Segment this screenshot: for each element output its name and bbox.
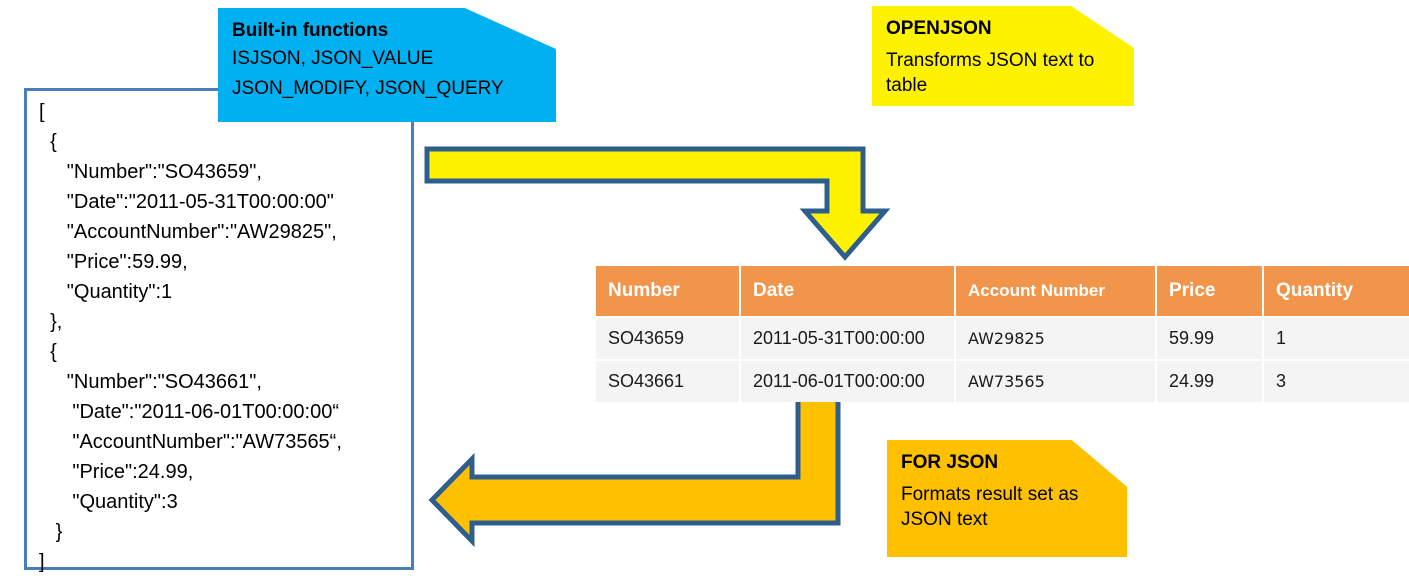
json-source-box: [ { "Number":"SO43659", "Date":"2011-05-… [24,88,414,573]
callout-for-json: FOR JSON Formats result set as JSON text [887,440,1127,557]
cell-account-number: AW29825 [956,318,1155,359]
callout-built-in-functions: Built-in functions ISJSON, JSON_VALUE JS… [218,8,556,122]
cell-price: 59.99 [1157,318,1262,359]
cell-price: 24.99 [1157,361,1262,402]
callout-built-in-functions-title: Built-in functions [232,20,389,41]
cell-date: 2011-06-01T00:00:00 [741,361,954,402]
table-header-number: Number [596,266,739,316]
table-header-date: Date [741,266,954,316]
cell-account-number: AW73565 [956,361,1155,402]
table-row: SO43659 2011-05-31T00:00:00 AW29825 59.9… [596,318,1409,359]
table-header-account-number: Account Number [956,266,1155,316]
table-header-row: Number Date Account Number Price Quantit… [596,266,1409,316]
callout-openjson: OPENJSON Transforms JSON text to table [872,6,1134,106]
callout-built-in-functions-body: ISJSON, JSON_VALUE JSON_MODIFY, JSON_QUE… [232,48,504,99]
cell-number: SO43661 [596,361,739,402]
cell-quantity: 1 [1264,318,1409,359]
callout-for-json-body: Formats result set as JSON text [901,484,1079,530]
table-header-price: Price [1157,266,1262,316]
cell-date: 2011-05-31T00:00:00 [741,318,954,359]
json-source-text: [ { "Number":"SO43659", "Date":"2011-05-… [39,101,342,573]
cell-quantity: 3 [1264,361,1409,402]
table-header-quantity: Quantity [1264,266,1409,316]
callout-openjson-title: OPENJSON [886,18,992,39]
callout-for-json-title: FOR JSON [901,452,999,473]
result-table: Number Date Account Number Price Quantit… [594,264,1409,404]
table-row: SO43661 2011-06-01T00:00:00 AW73565 24.9… [596,361,1409,402]
openjson-arrow-icon [424,146,891,261]
for-json-arrow-icon [428,396,841,548]
cell-number: SO43659 [596,318,739,359]
callout-openjson-body: Transforms JSON text to table [886,50,1095,96]
